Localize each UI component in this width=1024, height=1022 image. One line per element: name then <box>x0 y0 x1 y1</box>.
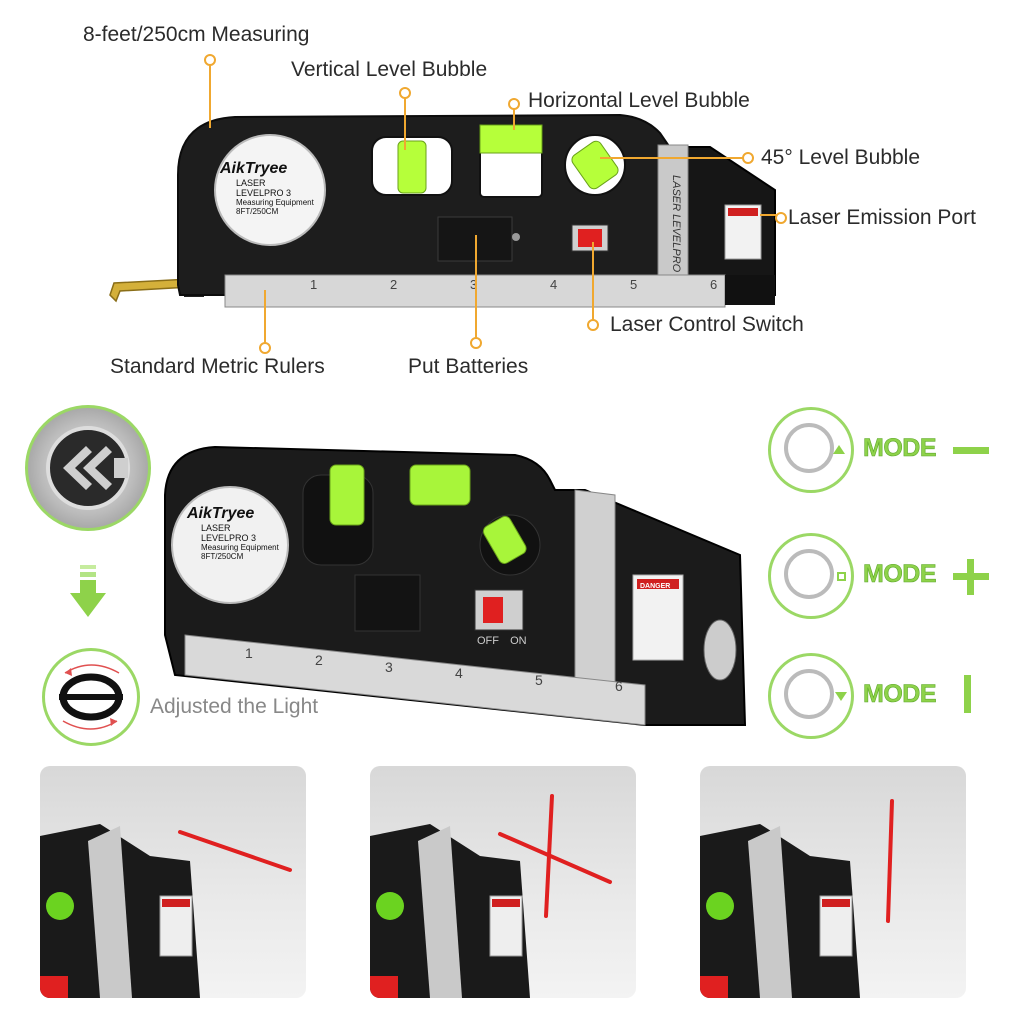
callout-laser-switch: Laser Control Switch <box>610 313 804 336</box>
demo-horizontal-line <box>40 766 306 998</box>
mode-label: MODE <box>863 434 937 463</box>
model-line2: LEVELPRO 3 <box>236 188 292 198</box>
laser-line-vertical <box>544 794 554 918</box>
spec-line1: Measuring Equipment <box>236 198 314 207</box>
adjust-label: Adjusted the Light <box>150 695 319 718</box>
middle-section: Adjusted the Light AikTryee LASER LEVELP… <box>0 395 1024 755</box>
laser-line-horizontal <box>178 830 292 872</box>
brand-disk-2: AikTryee LASER LEVELPRO 3 Measuring Equi… <box>187 505 287 561</box>
callout-45-bubble: 45° Level Bubble <box>761 146 921 169</box>
mode-button[interactable] <box>768 533 854 619</box>
ruler-number: 4 <box>550 277 558 292</box>
ruler-number: 5 <box>630 277 638 292</box>
arrow-down-icon <box>835 692 847 701</box>
ruler-number: 5 <box>535 672 543 688</box>
switch-labels: OFF ON <box>477 635 527 647</box>
callout-rulers: Standard Metric Rulers <box>110 355 325 378</box>
knob-zoom <box>25 405 151 531</box>
callout-measuring: 8-feet/250cm Measuring <box>83 23 310 46</box>
demo-cross-line <box>370 766 636 998</box>
mode-button[interactable] <box>768 653 854 739</box>
ruler-number: 2 <box>390 277 398 292</box>
knob-icon <box>46 426 130 510</box>
rotate-circle <box>42 648 140 746</box>
brand-disk: AikTryee LASER LEVELPRO 3 Measuring Equi… <box>220 160 330 216</box>
mode-row: MODE <box>768 653 1008 743</box>
ruler-number: 4 <box>455 665 463 681</box>
ruler-number: 1 <box>310 277 318 292</box>
brand-name: AikTryee <box>187 505 255 522</box>
ruler-number: 3 <box>470 277 478 292</box>
model-line1: LASER <box>236 178 266 188</box>
demo-vertical-line <box>700 766 966 998</box>
model-line2: LEVELPRO 3 <box>201 533 257 543</box>
mode-row: MODE <box>768 533 1008 623</box>
brand-name: AikTryee <box>220 160 288 177</box>
ruler-number: 2 <box>315 652 323 668</box>
laser-line-vertical <box>886 799 894 923</box>
square-dot-icon <box>837 572 846 581</box>
callout-vertical-bubble: Vertical Level Bubble <box>291 58 488 81</box>
spec-line2: 8FT/250CM <box>201 552 244 561</box>
mode-row: MODE <box>768 407 1008 497</box>
ruler-number: 1 <box>245 645 253 661</box>
switch-on-label: ON <box>510 635 527 647</box>
callout-horizontal-bubble: Horizontal Level Bubble <box>528 89 750 112</box>
ruler-number: 3 <box>385 659 393 675</box>
laser-line-horizontal <box>498 832 612 884</box>
arrow-down-icon <box>70 565 106 617</box>
side-label: LASER LEVELPRO 3 <box>670 175 682 282</box>
mode-label: MODE <box>863 560 937 589</box>
mode-label: MODE <box>863 680 937 709</box>
demo-panels <box>0 766 1024 1006</box>
top-diagram: LASER LEVELPRO 3 1 2 3 4 5 6 AikTryee <box>0 0 1024 390</box>
ruler-number: 6 <box>615 678 623 694</box>
arrow-up-icon <box>833 445 845 454</box>
spec-line2: 8FT/250CM <box>236 207 279 216</box>
laser-level-device-perspective <box>164 445 747 726</box>
plus-symbol <box>953 559 989 595</box>
model-line1: LASER <box>201 523 231 533</box>
callout-batteries: Put Batteries <box>408 355 529 378</box>
vertical-symbol <box>964 675 971 713</box>
mode-button[interactable] <box>768 407 854 493</box>
spec-line1: Measuring Equipment <box>201 543 279 552</box>
ruler-top: 1 2 3 4 5 6 <box>225 275 725 307</box>
callout-laser-port: Laser Emission Port <box>788 206 976 229</box>
switch-off-label: OFF <box>477 635 499 647</box>
callout-leaders <box>204 54 787 354</box>
rotate-icon <box>59 664 123 730</box>
ruler-perspective: 1 2 3 4 5 6 <box>195 645 665 694</box>
minus-symbol <box>953 447 989 454</box>
ruler-number: 6 <box>710 277 718 292</box>
danger-label: DANGER <box>640 583 671 590</box>
